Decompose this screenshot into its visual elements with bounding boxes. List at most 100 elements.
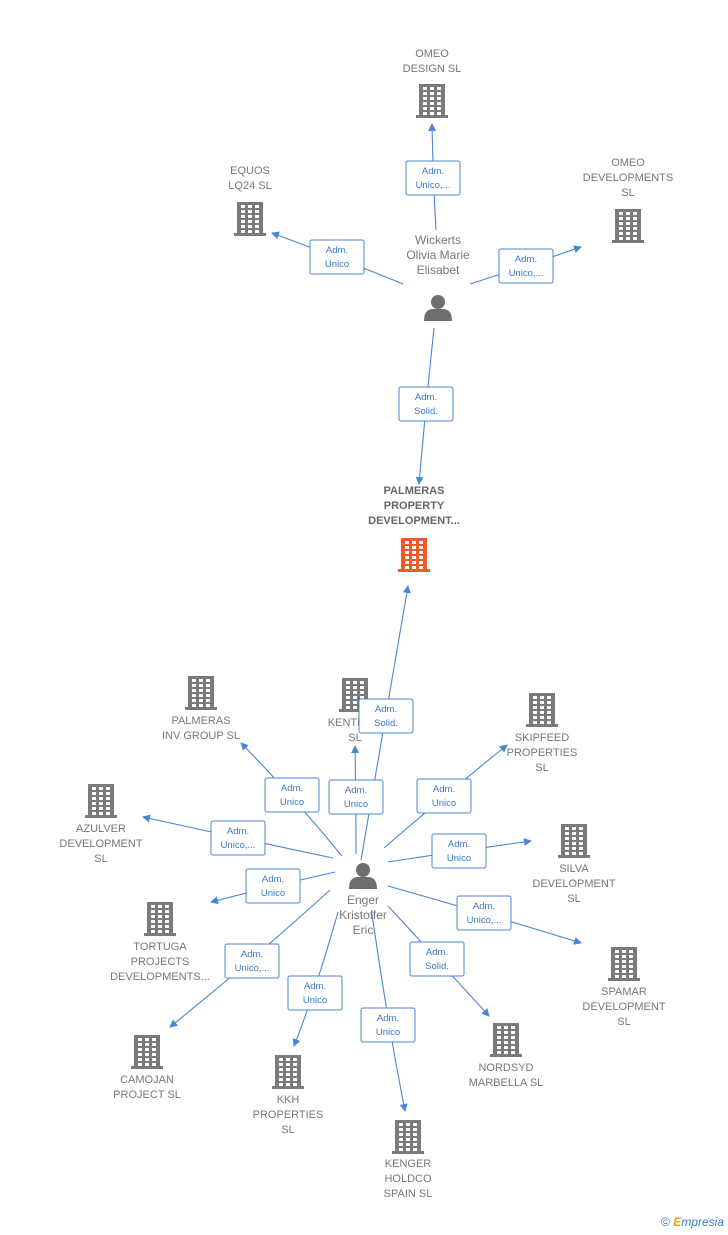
building-window — [165, 915, 169, 918]
building-window — [346, 681, 350, 684]
building-window — [255, 230, 259, 233]
building-window — [279, 1083, 283, 1086]
building-window — [293, 1068, 297, 1071]
building-window — [511, 1051, 515, 1054]
building-window — [106, 812, 110, 815]
node-label-line: PROJECTS — [131, 956, 190, 968]
building-window — [619, 212, 623, 215]
building-window — [138, 1058, 142, 1061]
building-window — [405, 551, 409, 554]
building-window — [622, 970, 626, 973]
node-label-line: AZULVER — [76, 823, 126, 835]
edge-label-enger-camojan[interactable]: Adm.Unico,... — [224, 943, 280, 979]
node-label-line: LQ24 SL — [228, 180, 271, 192]
building-window — [399, 1133, 403, 1136]
edge-label-enger-kkh[interactable]: Adm.Unico — [287, 975, 343, 1011]
building-window — [241, 230, 245, 233]
edge-label-text: Adm. — [241, 949, 263, 960]
building-window — [158, 910, 162, 913]
edge-label-enger-azulver[interactable]: Adm.Unico,... — [210, 820, 266, 856]
edge-label-wickerts-omeo_design[interactable]: Adm.Unico,... — [405, 160, 461, 196]
building-window — [626, 217, 630, 220]
building-window — [540, 701, 544, 704]
building-window — [626, 222, 630, 225]
edge-label-wickerts-palmeras_pd[interactable]: Adm.Solid. — [398, 386, 454, 422]
edge-label-enger-skipfeed[interactable]: Adm.Unico — [416, 778, 472, 814]
building-window — [419, 566, 423, 569]
building-window — [206, 704, 210, 707]
node-label-line: MARBELLA SL — [469, 1077, 544, 1089]
building-window — [565, 847, 569, 850]
building-window — [346, 706, 350, 709]
edge-label-box — [431, 833, 487, 869]
edge-label-enger-spamar[interactable]: Adm.Unico,... — [456, 895, 512, 931]
building-window — [158, 925, 162, 928]
edge-label-enger-kenthoo[interactable]: Adm.Unico — [328, 779, 384, 815]
building-window — [504, 1036, 508, 1039]
node-label-line: Enger — [347, 893, 379, 907]
edge-label-enger-palmeras_inv[interactable]: Adm.Unico — [264, 777, 320, 813]
building-window — [255, 225, 259, 228]
building-window — [406, 1123, 410, 1126]
building-window — [504, 1046, 508, 1049]
node-label-line: DEVELOPMENT — [582, 1001, 665, 1013]
building-window — [286, 1073, 290, 1076]
building-window — [248, 210, 252, 213]
building-window — [626, 237, 630, 240]
company-tortuga[interactable]: TORTUGAPROJECTSDEVELOPMENTS... — [110, 902, 210, 983]
building-window — [619, 222, 623, 225]
building-window — [138, 1063, 142, 1066]
empresia-brand[interactable]: © Empresia — [661, 1215, 724, 1229]
edge-label-wickerts-omeo_dev[interactable]: Adm.Unico,... — [498, 248, 554, 284]
edge-label-enger-nordsyd[interactable]: Adm.Solid. — [409, 941, 465, 977]
edge-label-text: Adm. — [377, 1013, 399, 1024]
edge-label-enger-tortuga[interactable]: Adm.Unico — [245, 868, 301, 904]
edge-label-enger-silva[interactable]: Adm.Unico — [431, 833, 487, 869]
building-window — [99, 812, 103, 815]
building-window — [241, 220, 245, 223]
building-icon — [185, 676, 217, 710]
building-base — [144, 933, 176, 936]
node-label-group: TORTUGAPROJECTSDEVELOPMENTS... — [110, 941, 210, 983]
node-label-line: Wickerts — [415, 233, 461, 247]
building-window — [533, 701, 537, 704]
building-window — [430, 112, 434, 115]
company-palmeras_pd[interactable]: PALMERASPROPERTYDEVELOPMENT... — [368, 485, 460, 572]
building-window — [406, 1128, 410, 1131]
building-window — [145, 1053, 149, 1056]
edge-label-text: Adm. — [422, 166, 444, 177]
brand-initial: E — [673, 1215, 682, 1229]
edge-label-box — [245, 868, 301, 904]
building-window — [158, 905, 162, 908]
person-body — [349, 877, 377, 889]
edge-label-text: Solid. — [425, 961, 449, 972]
building-window — [241, 205, 245, 208]
building-window — [138, 1053, 142, 1056]
building-window — [615, 955, 619, 958]
building-window — [626, 232, 630, 235]
building-window — [579, 847, 583, 850]
edge-label-enger-palmeras_pd[interactable]: Adm.Solid. — [358, 698, 414, 734]
edge-label-enger-kenger[interactable]: Adm.Unico — [360, 1007, 416, 1043]
building-base — [339, 709, 371, 712]
building-window — [353, 701, 357, 704]
building-window — [406, 1143, 410, 1146]
person-icon — [349, 863, 377, 889]
building-window — [152, 1063, 156, 1066]
edge-label-wickerts-equos[interactable]: Adm.Unico — [309, 239, 365, 275]
